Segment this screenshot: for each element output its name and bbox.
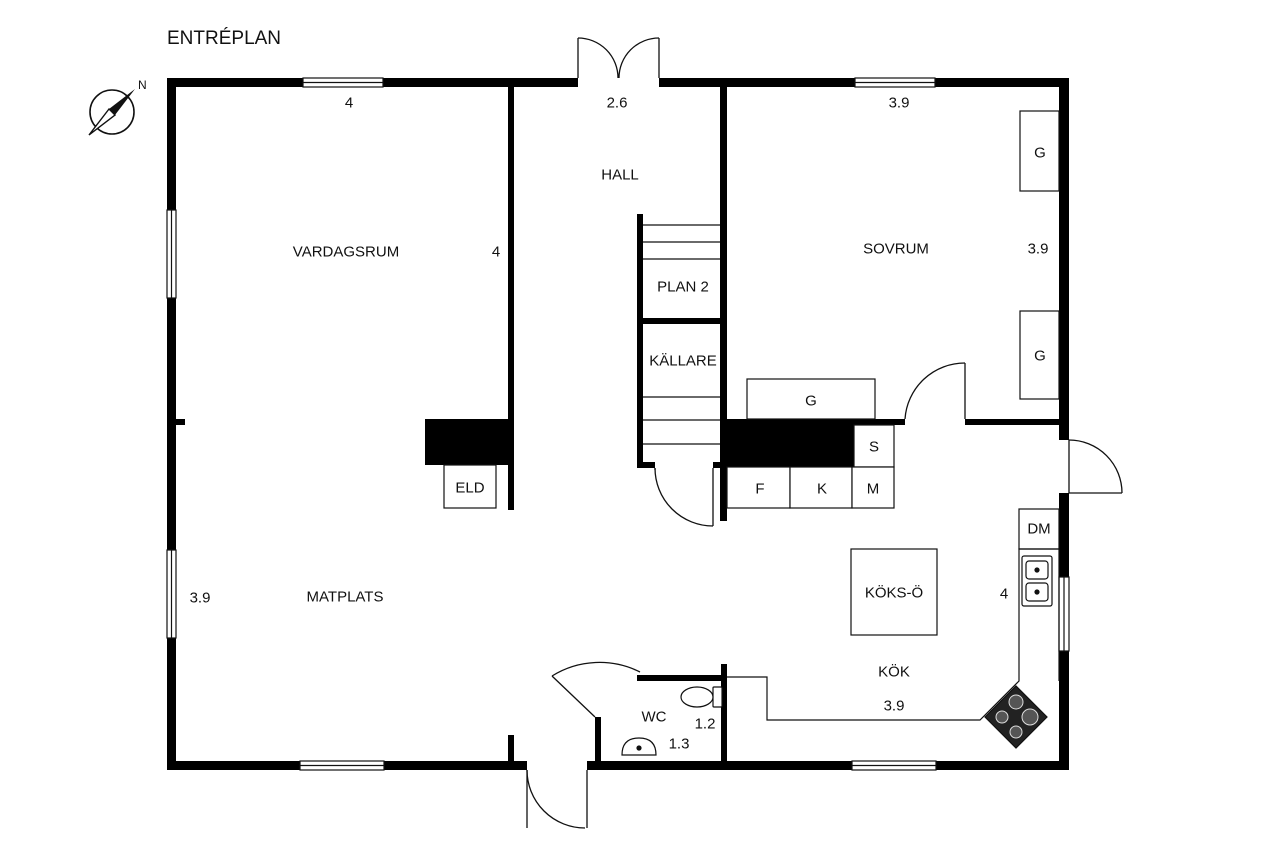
dim-vardagsrum-depth: 4 <box>491 243 501 261</box>
room-label-kok: KÖK <box>878 663 910 681</box>
dim-wc-depth: 1.2 <box>694 715 716 733</box>
fixture-label-f: F <box>755 480 765 498</box>
wardrobe-right <box>1019 310 1060 400</box>
cabinet-k <box>789 466 853 509</box>
dim-kok-depth: 4 <box>999 585 1009 603</box>
floor-title: ENTRÉPLAN <box>167 28 282 49</box>
fixture-label-m: M <box>866 480 880 498</box>
room-label-plan2: PLAN 2 <box>657 278 709 296</box>
kitchen-counter <box>727 548 1060 721</box>
room-label-hall: HALL <box>601 166 639 184</box>
fixture-label-eld: ELD <box>455 479 485 497</box>
cabinet-m <box>851 466 895 509</box>
doors <box>526 37 1123 829</box>
cabinet-s <box>853 424 895 468</box>
room-label-matplats: MATPLATS <box>306 588 384 606</box>
cabinet-f <box>726 466 791 509</box>
room-label-wc: WC <box>641 708 667 726</box>
fixture-label-k: K <box>816 480 828 498</box>
fixture-label-g-2: G <box>1034 347 1046 365</box>
dim-vardagsrum-width: 4 <box>344 94 354 112</box>
dim-hall-width: 2.6 <box>606 94 628 112</box>
kitchen-island <box>850 548 938 636</box>
compass-icon <box>88 89 135 136</box>
dim-sovrum-depth: 3.9 <box>1027 240 1049 258</box>
fixture-label-s: S <box>868 438 880 456</box>
wardrobe-bottom <box>746 378 876 420</box>
fireplace-box <box>443 464 497 509</box>
fixture-label-dm: DM <box>1027 520 1051 538</box>
north-label: N <box>138 78 147 92</box>
windows <box>166 77 1070 771</box>
washbasin-icon <box>621 737 657 756</box>
dim-sovrum-width: 3.9 <box>888 94 910 112</box>
room-label-vardagsrum: VARDAGSRUM <box>292 243 400 261</box>
fixture-label-g-3: G <box>805 392 817 410</box>
staircase <box>643 224 720 445</box>
interior-walls <box>425 87 1059 761</box>
toilet-icon <box>680 686 723 708</box>
room-label-sovrum: SOVRUM <box>863 240 929 258</box>
wardrobe-top <box>1019 110 1060 192</box>
dim-wc-width: 1.3 <box>668 735 690 753</box>
fixtures <box>443 110 1060 756</box>
fixture-label-koks-o: KÖKS-Ö <box>864 584 924 602</box>
stove-icon <box>984 685 1048 749</box>
room-label-kallare: KÄLLARE <box>649 352 717 370</box>
dim-kok-width: 3.9 <box>883 697 905 715</box>
fixture-label-g-1: G <box>1034 144 1046 162</box>
dim-matplats-depth: 3.9 <box>189 589 211 607</box>
